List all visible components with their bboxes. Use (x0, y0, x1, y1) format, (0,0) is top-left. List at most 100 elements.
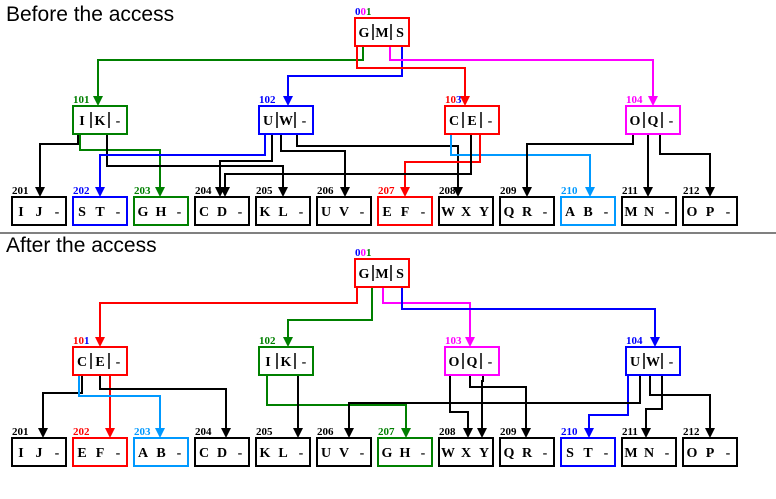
leaf-node-p1-11-key: P (706, 446, 715, 461)
leaf-node-p1-6-box (377, 437, 433, 467)
edges-layer (35, 46, 715, 438)
leaf-node-p0-1-key: T (95, 205, 105, 220)
edge-p1-15 (649, 375, 715, 438)
leaf-node-p1-2-key: B (156, 446, 165, 461)
edge-p0-7 (95, 134, 266, 197)
leaf-node-p1-0-id: 201 (12, 426, 29, 438)
leaf-node-p1-8-key: Q (504, 446, 515, 461)
leaf-node-p1-7-key: Y (479, 446, 489, 461)
leaf-node-p1-4-key: L (278, 446, 287, 461)
internal-node-p1-0-key: C (77, 355, 87, 370)
leaf-node-p1-6-key: - (421, 446, 426, 461)
leaf-node-p0-1-id: 202 (73, 185, 90, 197)
leaf-node-p1-1-id: 202 (73, 426, 90, 438)
edge-p1-12 (477, 375, 487, 438)
leaf-node-p0-9-id: 210 (561, 185, 578, 197)
leaf-node-p1-11-key: O (687, 446, 698, 461)
internal-node-p1-3-key: U (630, 355, 640, 370)
leaf-node-p1-4-key: K (260, 446, 271, 461)
leaf-node-p0-1-key: S (78, 205, 86, 220)
leaf-node-p1-5-key: V (339, 446, 349, 461)
leaf-node-p1-10-key: M (624, 446, 637, 461)
panel-title-after: After the access (6, 234, 157, 257)
leaf-node-p0-8-box (499, 196, 555, 226)
leaf-node-p0-4-key: L (278, 205, 287, 220)
leaf-node-p0-11-key: O (687, 205, 698, 220)
leaf-node-p1-10-id: 211 (622, 426, 638, 438)
root-node-p0-id: 001 (355, 6, 372, 18)
internal-node-p0-2-key: C (449, 114, 459, 129)
leaf-node-p0-7-key: X (461, 205, 471, 220)
leaf-node-p0-5-key: V (339, 205, 349, 220)
leaf-node-p0-8-key: Q (504, 205, 515, 220)
edge-p0-2 (356, 46, 470, 106)
leaf-node-p0-9-key: - (604, 205, 609, 220)
internal-node-p1-2-id: 103 (445, 335, 462, 347)
leaf-node-p0-4-box (255, 196, 311, 226)
leaf-node-p1-4-box (255, 437, 311, 467)
edge-p1-2 (382, 287, 475, 347)
leaf-node-p1-1-key: E (77, 446, 86, 461)
edge-p1-13 (584, 375, 629, 438)
leaf-node-p0-11-box (682, 196, 738, 226)
leaf-node-p0-7-key: W (441, 205, 455, 220)
leaf-node-p1-7-box (438, 437, 494, 467)
leaf-node-p1-3-key: D (217, 446, 227, 461)
leaf-node-p1-1-key: - (116, 446, 121, 461)
internal-node-p1-1-key: - (302, 355, 307, 370)
edge-p1-7 (99, 375, 231, 438)
leaf-node-p1-1-key: F (96, 446, 105, 461)
edge-p1-1 (283, 287, 373, 347)
leaf-node-p0-6-key: F (401, 205, 410, 220)
edge-p0-6 (106, 134, 288, 197)
edge-p0-8 (280, 134, 350, 197)
leaf-node-p1-6-key: H (400, 446, 411, 461)
internal-node-p1-3-key: - (669, 355, 674, 370)
leaf-node-p0-1-box (72, 196, 128, 226)
edge-p1-10 (469, 375, 531, 438)
internal-node-p0-3-box (625, 105, 681, 135)
leaf-node-p1-9-key: S (566, 446, 574, 461)
edge-p1-11 (449, 375, 473, 438)
leaf-node-p0-8-key: - (543, 205, 548, 220)
leaf-node-p0-6-key: E (382, 205, 391, 220)
root-node-p1-key: G (359, 267, 370, 282)
leaf-node-p1-4-key: - (299, 446, 304, 461)
internal-node-p0-2-key: - (488, 114, 493, 129)
leaf-node-p0-3-key: D (217, 205, 227, 220)
edge-p0-1 (283, 46, 403, 106)
leaf-node-p0-10-key: M (624, 205, 637, 220)
leaf-node-p0-5-key: U (321, 205, 331, 220)
leaf-node-p0-7-key: Y (479, 205, 489, 220)
leaf-node-p1-9-key: - (604, 446, 609, 461)
leaf-node-p0-2-key: - (177, 205, 182, 220)
leaf-node-p0-2-box (133, 196, 189, 226)
internal-node-p1-1-key: K (281, 355, 292, 370)
leaf-node-p1-9-key: T (583, 446, 593, 461)
internal-node-p0-3-key: O (630, 114, 641, 129)
leaf-node-p1-3-id: 204 (195, 426, 212, 438)
leaf-node-p1-11-box (682, 437, 738, 467)
leaf-node-p1-10-box (621, 437, 677, 467)
leaf-node-p0-2-key: G (138, 205, 149, 220)
leaf-node-p1-8-key: R (522, 446, 533, 461)
leaf-node-p0-6-id: 207 (378, 185, 395, 197)
leaf-node-p1-9-box (560, 437, 616, 467)
leaf-node-p1-11-key: - (726, 446, 731, 461)
internal-node-p1-0-key: - (116, 355, 121, 370)
edge-p1-6 (78, 375, 165, 438)
